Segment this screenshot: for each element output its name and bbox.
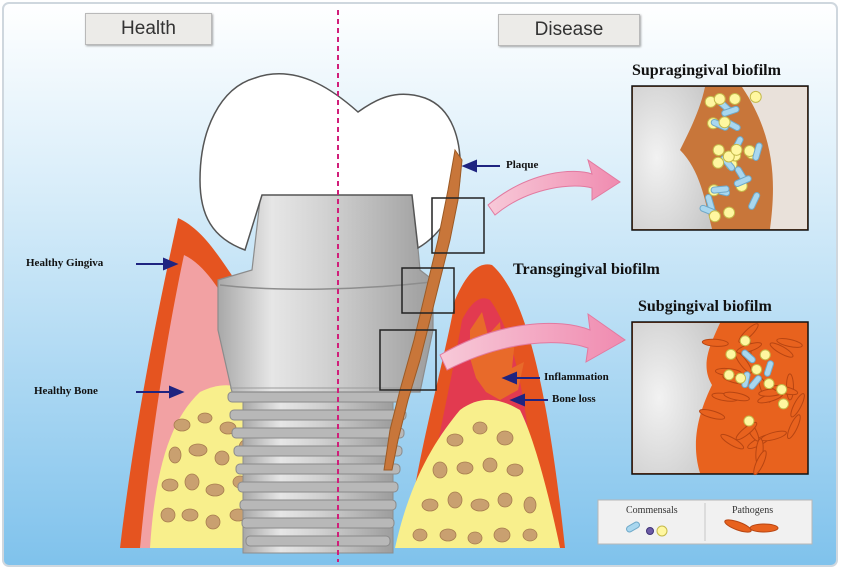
supragingival-title: Supragingival biofilm — [632, 62, 781, 80]
commensal-coccus — [750, 91, 761, 102]
commensal-coccus — [729, 93, 740, 104]
inflammation-label: Inflammation — [544, 371, 609, 383]
legend-commensals-label: Commensals — [626, 505, 678, 516]
bone-loss-label: Bone loss — [552, 393, 596, 405]
commensal-coccus — [709, 211, 720, 222]
healthy-bone-label: Healthy Bone — [34, 385, 98, 397]
commensal-rod — [711, 186, 730, 194]
commensal-coccus — [713, 157, 724, 168]
commensal-coccus — [744, 416, 754, 426]
commensal-coccus — [740, 336, 750, 346]
transgingival-label: Transgingival biofilm — [513, 261, 660, 279]
legend-pathogens-label: Pathogens — [732, 505, 773, 516]
commensal-coccus — [777, 384, 787, 394]
commensal-coccus — [731, 144, 742, 155]
commensal-coccus — [714, 93, 725, 104]
commensal-coccus — [724, 207, 735, 218]
health-panel-tag: Health — [85, 13, 212, 45]
commensal-coccus — [719, 117, 730, 128]
disease-panel-tag: Disease — [498, 14, 640, 46]
commensal-coccus — [713, 145, 724, 156]
commensal-coccus — [726, 349, 736, 359]
plaque-label: Plaque — [506, 159, 538, 171]
subgingival-title: Subgingival biofilm — [638, 298, 772, 316]
healthy-gingiva-label: Healthy Gingiva — [26, 257, 103, 269]
commensal-coccus — [724, 370, 734, 380]
commensal-coccus — [736, 373, 746, 383]
commensal-coccus — [764, 379, 774, 389]
implant-screw — [228, 388, 408, 553]
commensal-coccus — [778, 399, 788, 409]
commensal-coccus — [752, 364, 762, 374]
commensal-coccus — [760, 350, 770, 360]
